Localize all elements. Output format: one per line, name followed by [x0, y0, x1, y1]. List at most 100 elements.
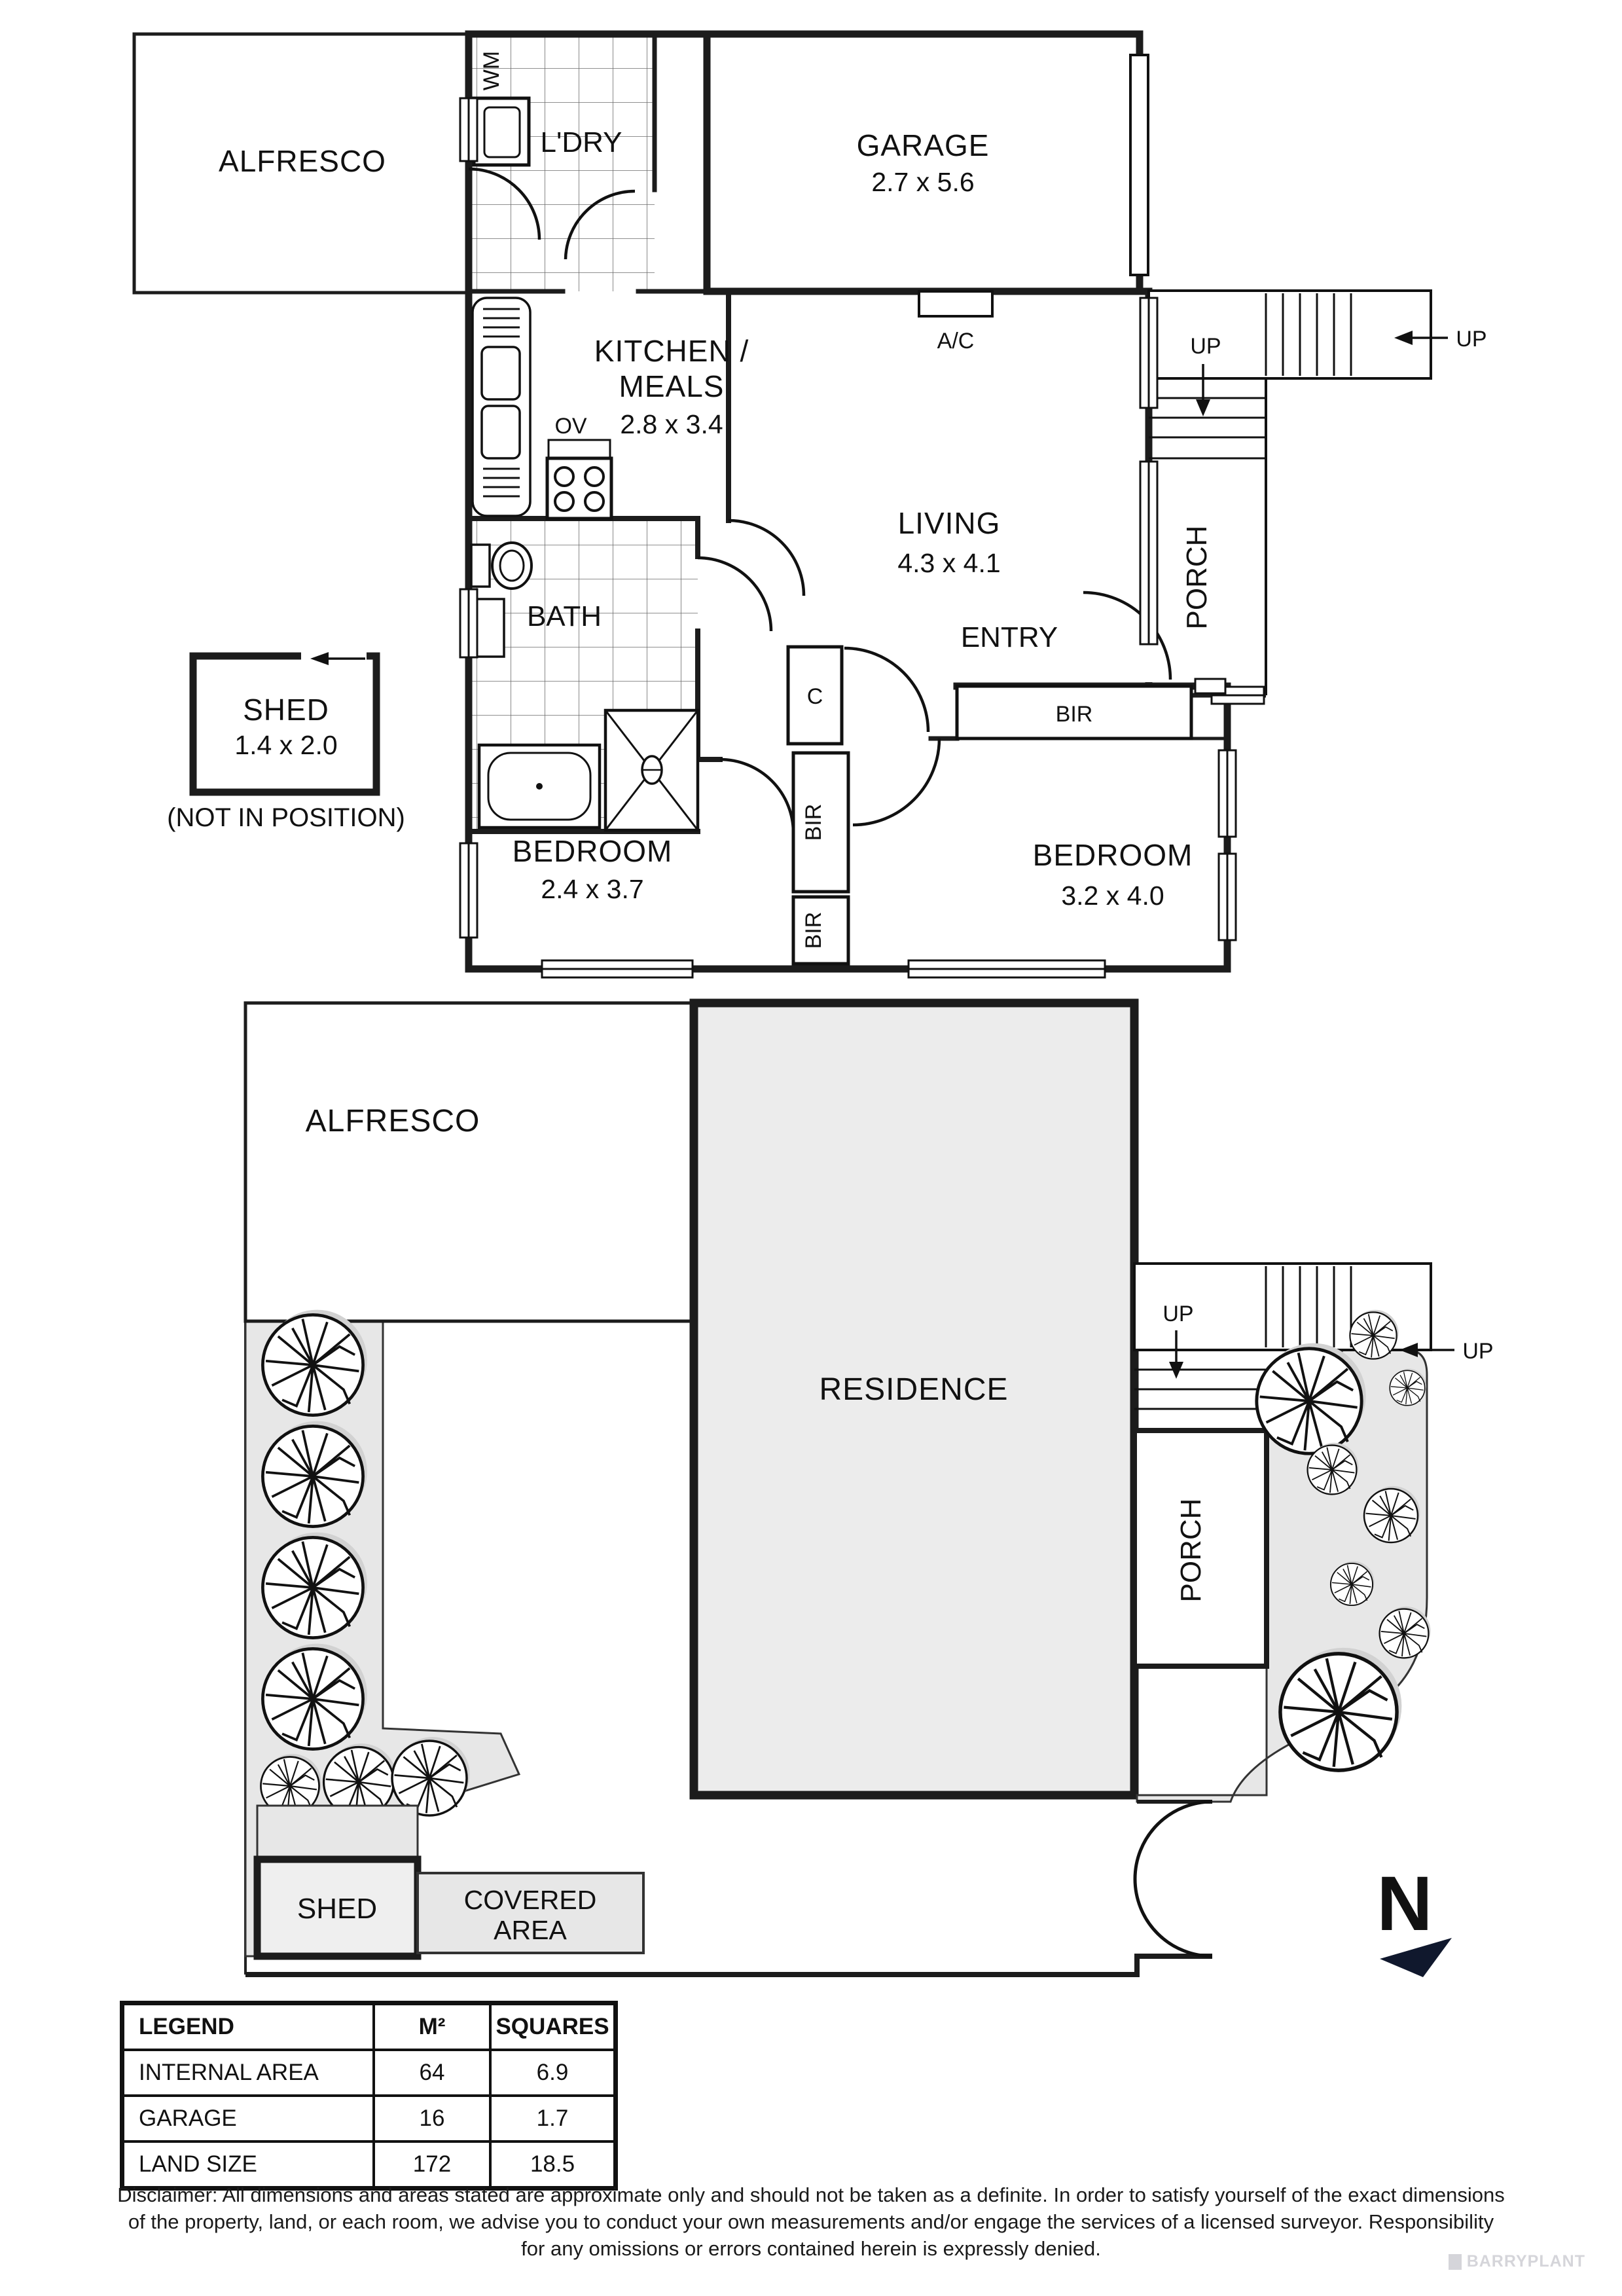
bir-label: BIR — [801, 912, 826, 949]
table-row: GARAGE 16 1.7 — [120, 2094, 617, 2143]
row-label: LAND SIZE — [120, 2140, 375, 2190]
cooktop — [545, 439, 613, 520]
row-m2: 172 — [372, 2140, 492, 2190]
bedroom1-dims: 2.4 x 3.7 — [541, 874, 643, 904]
c-label: C — [807, 684, 823, 709]
entry-label: ENTRY — [961, 621, 1058, 653]
north-arrow-icon — [1380, 1938, 1452, 1977]
floor-plan: ALFRESCO — [132, 30, 1487, 979]
up-arrow-down-icon — [1196, 364, 1210, 416]
closet-bir-entry: BIR — [955, 684, 1193, 740]
closet-c: C — [786, 645, 844, 746]
window — [1217, 749, 1237, 838]
shed-floorplan: SHED 1.4 x 2.0 (NOT IN POSITION) — [167, 652, 405, 832]
row-squares: 6.9 — [489, 2049, 617, 2097]
window — [1194, 678, 1227, 695]
disclaimer: Disclaimer: All dimensions and areas sta… — [0, 2181, 1622, 2262]
disclaimer-line: for any omissions or errors contained he… — [521, 2237, 1101, 2260]
m2-header: M² — [372, 2001, 492, 2051]
door-arc — [468, 167, 541, 240]
covered-area-label-2: AREA — [494, 1915, 567, 1945]
legend-header-row: LEGEND M² SQUARES — [120, 2001, 617, 2051]
kitchen-sink-bench — [471, 297, 532, 517]
laundry-label: L'DRY — [541, 126, 622, 158]
up-arrow-left-icon — [1394, 331, 1448, 345]
disclaimer-line: of the property, land, or each room, we … — [128, 2210, 1494, 2233]
north-label: N — [1377, 1861, 1432, 1947]
laundry-tub — [472, 96, 531, 167]
site-porch-label: PORCH — [1175, 1499, 1207, 1603]
legend-table: LEGEND M² SQUARES INTERNAL AREA 64 6.9 G… — [120, 2001, 618, 2191]
window — [1217, 852, 1237, 941]
garden-bed — [256, 1804, 419, 1861]
garage-dims: 2.7 x 5.6 — [871, 167, 974, 197]
legend-header: LEGEND — [120, 2001, 375, 2051]
alfresco-label: ALFRESCO — [219, 144, 386, 178]
porch-label: PORCH — [1181, 526, 1213, 630]
window — [1139, 297, 1159, 409]
shower — [604, 708, 700, 832]
up-label-right: UP — [1456, 327, 1487, 352]
window — [459, 588, 478, 659]
toilet — [470, 541, 533, 590]
window — [1139, 460, 1159, 646]
ac-label: A/C — [937, 329, 975, 354]
door-arc — [844, 646, 930, 733]
site-residence — [689, 998, 1139, 1800]
north-arrow: N — [1377, 1861, 1452, 1977]
living-label: LIVING — [898, 506, 1001, 540]
door-arc — [564, 189, 636, 260]
window — [459, 842, 478, 939]
bathtub — [477, 743, 602, 829]
window — [907, 959, 1106, 979]
bedroom1-label: BEDROOM — [513, 834, 673, 868]
site-up-arrow-left-icon — [1399, 1343, 1454, 1357]
up-label-left: UP — [1190, 334, 1221, 359]
living-dims: 4.3 x 4.1 — [897, 548, 1000, 578]
table-row: INTERNAL AREA 64 6.9 — [120, 2049, 617, 2097]
covered-area-label-1: COVERED — [464, 1885, 597, 1915]
site-up-right: UP — [1462, 1339, 1493, 1364]
wm-label: WM — [479, 51, 504, 90]
door-arc — [719, 757, 795, 833]
shed-label: SHED — [243, 693, 329, 727]
row-squares: 18.5 — [489, 2140, 617, 2190]
squares-header: SQUARES — [489, 2001, 617, 2051]
kitchen-label-2: MEALS — [619, 369, 725, 403]
site-alfresco-label: ALFRESCO — [306, 1104, 480, 1139]
row-m2: 64 — [372, 2049, 492, 2097]
row-m2: 16 — [372, 2094, 492, 2143]
bath-label: BATH — [527, 600, 602, 632]
disclaimer-line: Disclaimer: All dimensions and areas sta… — [117, 2183, 1505, 2206]
site-plan: ALFRESCO RESIDENCE UP UP PORCH — [243, 998, 1494, 1977]
tree-icon — [1257, 1343, 1366, 1454]
site-alfresco — [243, 1001, 696, 1323]
door-arc — [852, 738, 941, 827]
site-residence-label: RESIDENCE — [819, 1372, 1008, 1407]
bir-label: BIR — [1056, 702, 1093, 727]
gate-arc — [1133, 1800, 1213, 1880]
door-arc — [728, 519, 806, 596]
row-label: INTERNAL AREA — [120, 2049, 375, 2097]
agency-watermark: BARRYPLANT — [1448, 2252, 1585, 2271]
bedroom2-dims: 3.2 x 4.0 — [1061, 881, 1164, 911]
garage-door — [1129, 54, 1149, 276]
kitchen-dims: 2.8 x 3.4 — [620, 409, 723, 439]
closet-bir-1: BIR — [791, 751, 850, 894]
site-covered-area: COVERED AREA — [416, 1872, 645, 1954]
garage-label: GARAGE — [857, 128, 990, 162]
table-row: LAND SIZE 172 18.5 — [120, 2140, 617, 2190]
shed-dims: 1.4 x 2.0 — [234, 730, 337, 760]
agency-name: BARRYPLANT — [1466, 2252, 1585, 2270]
site-shed-label: SHED — [297, 1893, 377, 1925]
bedroom2-label: BEDROOM — [1033, 838, 1193, 872]
window — [541, 959, 694, 979]
room-porch: PORCH — [1149, 378, 1267, 698]
ac-unit — [918, 290, 994, 318]
row-label: GARAGE — [120, 2094, 375, 2143]
room-alfresco — [132, 32, 471, 295]
door-arc — [697, 556, 773, 632]
windows — [459, 97, 1265, 979]
